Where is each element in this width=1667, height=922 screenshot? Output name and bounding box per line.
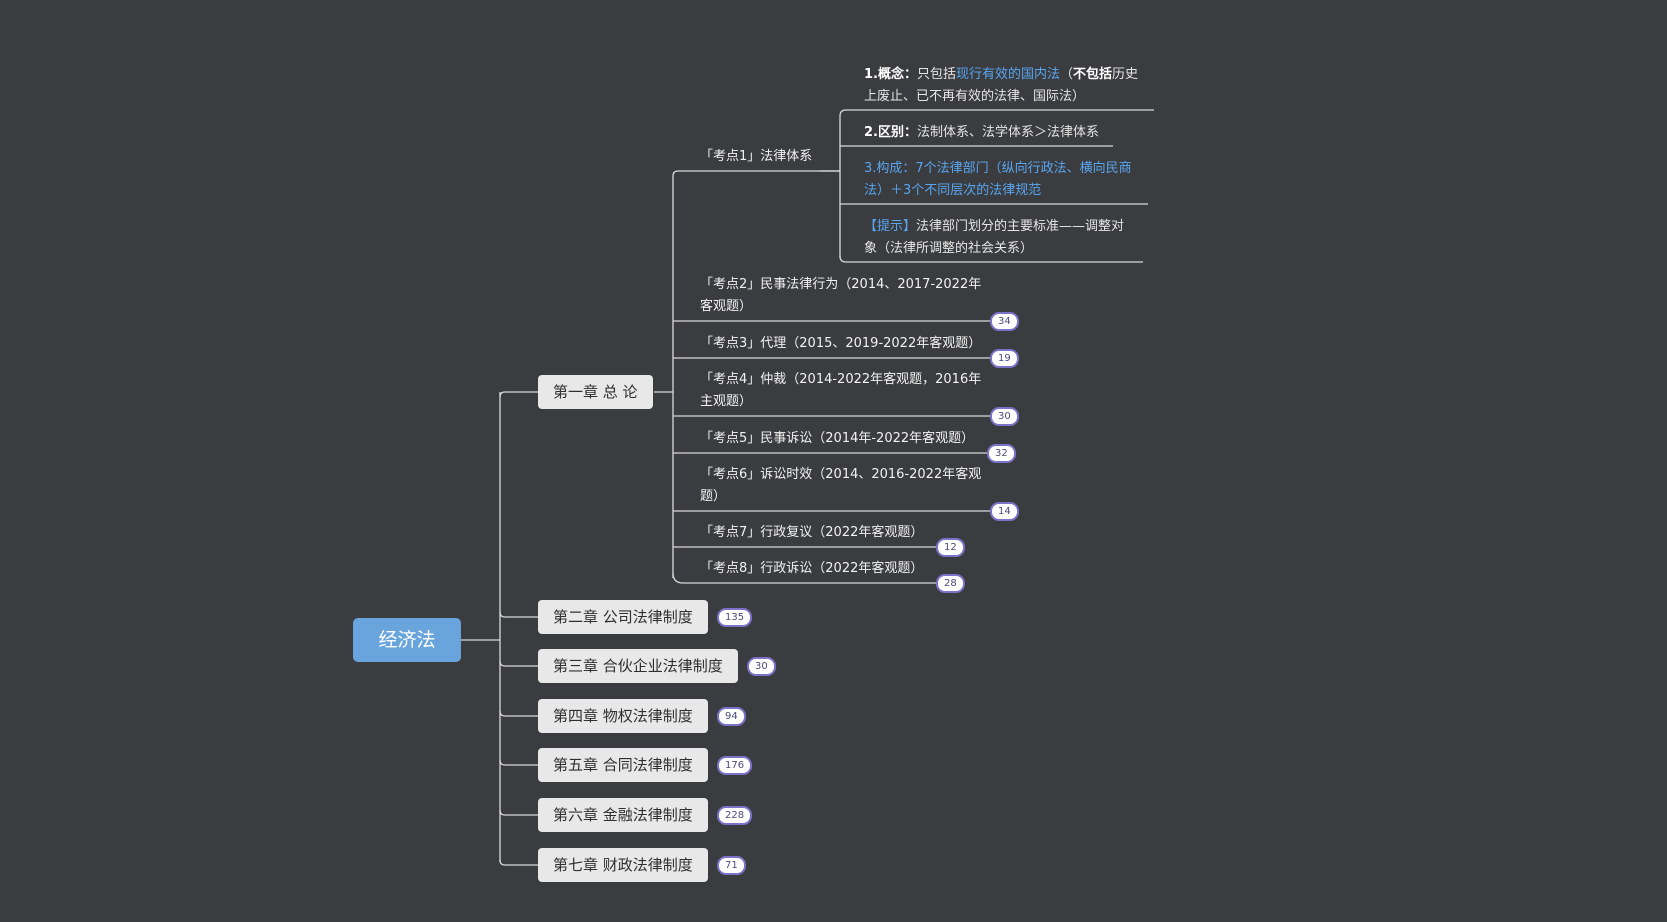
root-node[interactable]: 经济法 — [353, 618, 461, 662]
detail-concept-bold: 不包括 — [1073, 67, 1113, 82]
detail-concept-highlight: 现行有效的国内法 — [956, 67, 1061, 82]
detail-tip-line1: 【提示】法律部门划分的主要标准——调整对 — [864, 216, 1124, 238]
detail-concept-open: （ — [1060, 67, 1074, 82]
connector-chapter-7 — [499, 859, 538, 866]
chapter-5-count-badge[interactable]: 176 — [717, 756, 753, 775]
topic-6-count-badge[interactable]: 14 — [990, 502, 1019, 521]
chapter-7-count-badge[interactable]: 71 — [717, 856, 746, 875]
detail-composition-line2: 法）＋3个不同层次的法律规范 — [864, 183, 1042, 198]
detail-tip[interactable]: 【提示】法律部门划分的主要标准——调整对 象（法律所调整的社会关系） — [864, 216, 1124, 260]
chapter-6-node[interactable]: 第六章 金融法律制度 — [538, 798, 708, 832]
chapter-6-count-badge[interactable]: 228 — [717, 806, 753, 825]
topic-1-node[interactable]: 「考点1」法律体系 — [700, 149, 813, 164]
topic-5-node[interactable]: 「考点5」民事诉讼（2014年-2022年客观题） — [700, 428, 974, 450]
chapter-2-count-badge[interactable]: 135 — [717, 608, 753, 627]
topic-4-node[interactable]: 「考点4」仲裁（2014-2022年客观题，2016年 主观题） — [700, 369, 981, 413]
topic-2-count-badge[interactable]: 34 — [990, 312, 1019, 331]
connector-chapter-5 — [499, 759, 538, 766]
topic-7-line1: 「考点7」行政复议（2022年客观题） — [700, 525, 924, 540]
topic-3-node[interactable]: 「考点3」代理（2015、2019-2022年客观题） — [700, 333, 981, 355]
chapter-4-node[interactable]: 第四章 物权法律制度 — [538, 699, 708, 733]
detail-concept-rest: 历史 — [1112, 67, 1139, 82]
detail-difference[interactable]: 2.区别：法制体系、法学体系＞法律体系 — [864, 122, 1099, 144]
topic-4-count-badge[interactable]: 30 — [990, 407, 1019, 426]
topic-8-node[interactable]: 「考点8」行政诉讼（2022年客观题） — [700, 558, 923, 580]
topic-6-node[interactable]: 「考点6」诉讼时效（2014、2016-2022年客观 题） — [700, 464, 981, 508]
connector-detail-1 — [839, 109, 1154, 117]
connector-chapter-2 — [499, 611, 538, 618]
connector-chapter-3 — [499, 660, 538, 667]
chapter-4-count-badge[interactable]: 94 — [717, 707, 746, 726]
topic-5-count-badge[interactable]: 32 — [987, 444, 1016, 463]
detail-difference-text: 法制体系、法学体系＞法律体系 — [916, 125, 1099, 140]
connector-chapter-4 — [499, 710, 538, 717]
topic-3-count-badge[interactable]: 19 — [990, 349, 1019, 368]
detail-tip-text: 法律部门划分的主要标准——调整对 — [916, 219, 1125, 234]
connector-chapter-6 — [499, 809, 538, 816]
detail-difference-prefix: 2.区别： — [864, 125, 917, 140]
topic-2-line1: 「考点2」民事法律行为（2014、2017-2022年 — [700, 277, 982, 292]
chapter-3-node[interactable]: 第三章 合伙企业法律制度 — [538, 649, 738, 683]
connector-topic-1 — [672, 170, 840, 177]
detail-composition-line1: 3.构成：7个法律部门（纵向行政法、横向民商 — [864, 161, 1132, 176]
detail-concept-line1: 1.概念：只包括现行有效的国内法（不包括历史 — [864, 64, 1138, 86]
chapter-2-node[interactable]: 第二章 公司法律制度 — [538, 600, 708, 634]
detail-composition[interactable]: 3.构成：7个法律部门（纵向行政法、横向民商 法）＋3个不同层次的法律规范 — [864, 158, 1132, 202]
detail-tip-tag: 【提示】 — [864, 219, 917, 234]
chapter-5-node[interactable]: 第五章 合同法律制度 — [538, 748, 708, 782]
topic-4-line1: 「考点4」仲裁（2014-2022年客观题，2016年 — [700, 372, 982, 387]
detail-concept-pre: 只包括 — [916, 67, 956, 82]
detail-concept-prefix: 1.概念： — [864, 67, 917, 82]
detail-concept-line2: 上废止、已不再有效的法律、国际法） — [864, 89, 1086, 104]
topic-2-line2: 客观题） — [700, 299, 753, 314]
topic-6-line1: 「考点6」诉讼时效（2014、2016-2022年客观 — [700, 467, 982, 482]
topic-4-line2: 主观题） — [700, 394, 753, 409]
connector-detail-4 — [839, 255, 1143, 263]
connector-chapter-1 — [499, 391, 538, 398]
topic-5-line1: 「考点5」民事诉讼（2014年-2022年客观题） — [700, 431, 975, 446]
topic-7-node[interactable]: 「考点7」行政复议（2022年客观题） — [700, 522, 923, 544]
chapter-7-node[interactable]: 第七章 财政法律制度 — [538, 848, 708, 882]
chapter-3-count-badge[interactable]: 30 — [747, 657, 776, 676]
connector-topic-8 — [672, 572, 941, 584]
topic-3-line1: 「考点3」代理（2015、2019-2022年客观题） — [700, 336, 982, 351]
chapter-1-node[interactable]: 第一章 总 论 — [538, 375, 653, 409]
detail-concept[interactable]: 1.概念：只包括现行有效的国内法（不包括历史 上废止、已不再有效的法律、国际法） — [864, 64, 1138, 108]
topic-7-count-badge[interactable]: 12 — [936, 538, 965, 557]
topic-8-line1: 「考点8」行政诉讼（2022年客观题） — [700, 561, 924, 576]
detail-tip-line2: 象（法律所调整的社会关系） — [864, 241, 1034, 256]
topic-2-node[interactable]: 「考点2」民事法律行为（2014、2017-2022年 客观题） — [700, 274, 981, 318]
topic-8-count-badge[interactable]: 28 — [936, 574, 965, 593]
topic-6-line2: 题） — [700, 489, 727, 504]
